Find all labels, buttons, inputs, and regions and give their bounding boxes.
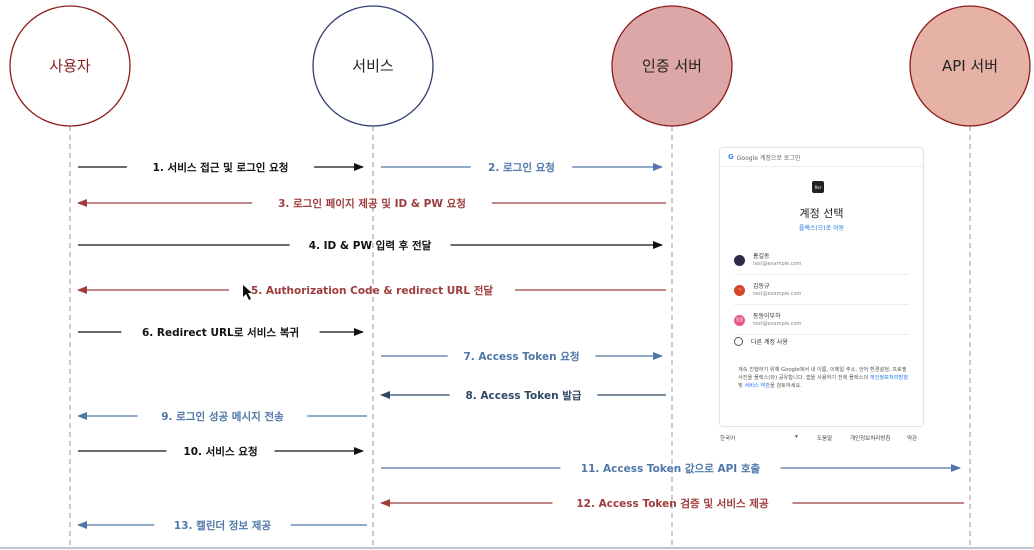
message-label-1: 1. 서비스 접근 및 로그인 요청 <box>153 161 289 174</box>
message-label-11: 11. Access Token 값으로 API 호출 <box>581 462 761 475</box>
use-other-account-label: 다른 계정 사용 <box>751 337 788 346</box>
privacy-link[interactable]: 개인정보처리방침 <box>850 434 890 442</box>
account-email: test@example.com <box>753 321 801 328</box>
app-logo: Rer <box>812 181 824 193</box>
actor-label-2: 인증 서버 <box>642 57 702 75</box>
person-icon <box>734 337 743 346</box>
language-select[interactable]: 한국어 <box>720 434 735 442</box>
consent-and: 및 <box>738 383 743 389</box>
message-label-7: 7. Access Token 요청 <box>463 350 579 363</box>
actor-label-1: 서비스 <box>352 57 394 75</box>
avatar: ㄱ <box>734 285 745 296</box>
actor-label-3: API 서버 <box>942 57 998 75</box>
google-g-icon: G <box>728 153 734 161</box>
terms-link[interactable]: 서비스 약관 <box>744 383 770 389</box>
avatar: 동동 <box>734 315 745 326</box>
terms-footer-link[interactable]: 약관 <box>907 434 917 442</box>
message-label-4: 4. ID & PW 입력 후 전달 <box>309 239 432 252</box>
consent-end: 을 검토하세요. <box>770 383 802 389</box>
chooser-subtitle[interactable]: 플렉스(으)로 이동 <box>720 223 923 232</box>
message-label-8: 8. Access Token 발급 <box>465 389 581 402</box>
account-name: 동동이부하 <box>753 313 801 321</box>
use-other-account[interactable]: 다른 계정 사용 <box>734 334 909 348</box>
message-label-10: 10. 서비스 요청 <box>183 445 257 458</box>
message-label-6: 6. Redirect URL로 서비스 복귀 <box>142 326 299 339</box>
chooser-title: 계정 선택 <box>720 205 923 221</box>
actor-label-0: 사용자 <box>49 57 91 75</box>
login-header-text: Google 계정으로 로그인 <box>737 153 801 162</box>
consent-text: 계속 진행하기 위해 Google에서 내 이름, 이메일 주소, 언어 환경설… <box>738 366 908 390</box>
login-header: G Google 계정으로 로그인 <box>720 148 923 167</box>
login-footer: 한국어 ▾ 도움말 개인정보처리방침 약관 <box>719 434 922 446</box>
privacy-policy-link[interactable]: 개인정보처리방침 <box>870 375 908 381</box>
help-link[interactable]: 도움말 <box>817 434 832 442</box>
message-label-5: 5. Authorization Code & redirect URL 전달 <box>251 284 493 297</box>
chevron-down-icon[interactable]: ▾ <box>795 434 798 440</box>
account-name: 홍길동 <box>753 253 801 261</box>
message-label-2: 2. 로그인 요청 <box>488 161 555 174</box>
message-label-12: 12. Access Token 검증 및 서비스 제공 <box>576 497 769 510</box>
account-name: 김동규 <box>753 283 801 291</box>
message-label-3: 3. 로그인 페이지 제공 및 ID & PW 요청 <box>278 197 466 210</box>
message-label-9: 9. 로그인 성공 메시지 전송 <box>161 410 284 423</box>
account-email: test@example.com <box>753 291 801 298</box>
google-account-chooser: G Google 계정으로 로그인 Rer 계정 선택 플렉스(으)로 이동 홍… <box>719 147 924 427</box>
avatar <box>734 255 745 266</box>
account-email: test@example.com <box>753 261 801 268</box>
message-label-13: 13. 캘린더 정보 제공 <box>174 519 272 532</box>
